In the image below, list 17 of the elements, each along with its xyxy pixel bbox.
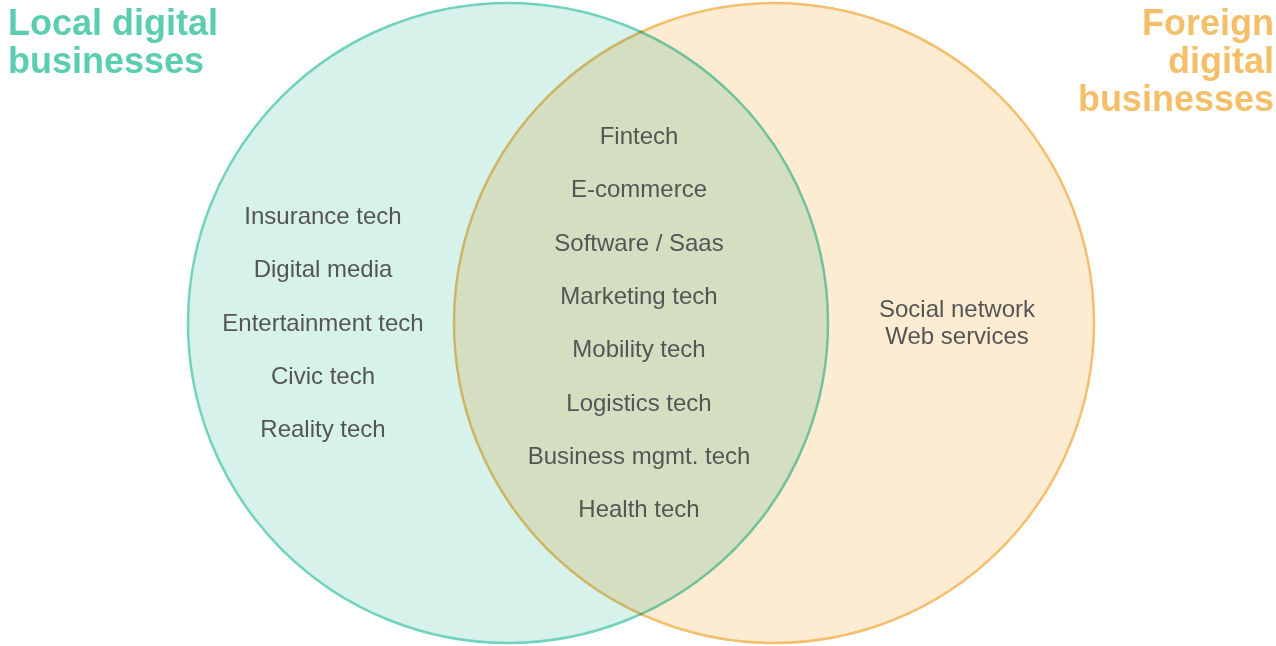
set-heading: Foreign digital businesses	[1076, 4, 1274, 118]
category-label: Entertainment tech	[222, 308, 424, 337]
category-label: Mobility tech	[572, 335, 706, 364]
category-label: Fintech	[599, 122, 679, 150]
category-label: E-commerce	[571, 175, 707, 204]
category-label: Reality tech	[260, 415, 386, 444]
category-label: Health tech	[578, 495, 700, 524]
category-label: Civic tech	[271, 361, 375, 390]
category-label: Insurance tech	[244, 202, 402, 230]
category-label: Marketing tech	[560, 281, 718, 310]
category-label: Logistics tech	[566, 388, 712, 417]
category-label: Web services	[885, 322, 1029, 350]
category-label: Digital media	[253, 255, 393, 284]
set-heading: Local digital businesses	[8, 4, 220, 80]
category-label: Business mgmt. tech	[527, 441, 751, 470]
category-label: Social network	[878, 295, 1036, 323]
category-label: Software / Saas	[554, 228, 724, 257]
